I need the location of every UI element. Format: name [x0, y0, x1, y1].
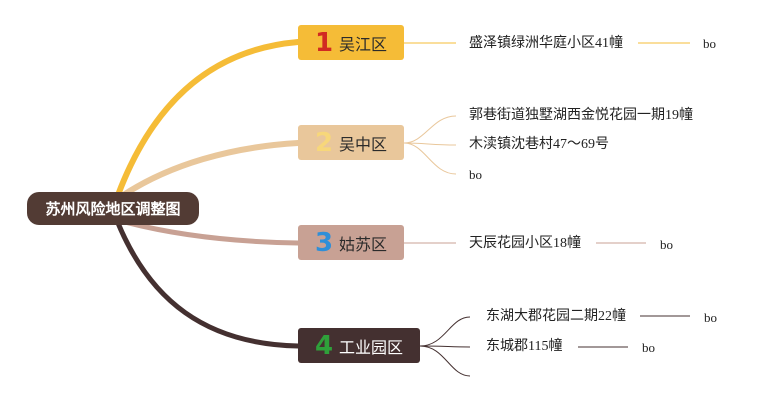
link-b2-leaf-3: [403, 142, 457, 175]
leaf-b2-2[interactable]: 木渎镇沈巷村47～69号: [469, 137, 609, 152]
link-b2-leaf-1: [403, 115, 457, 144]
leaf-b3-1[interactable]: 天辰花园小区18幢: [469, 236, 581, 251]
branch-number-2: 2: [314, 127, 334, 158]
branch-label-wujiang: 吴江区: [339, 34, 388, 54]
root-label: 苏州风险地区调整图: [45, 200, 181, 218]
branch-label-wuzhong: 吴中区: [339, 134, 388, 154]
leaf-b4-2-tag[interactable]: bo: [642, 340, 655, 355]
link-b4-leaf-3: [419, 345, 471, 377]
link-b2-leaf-2: [403, 142, 457, 146]
branch-node-wujiang[interactable]: 1 吴江区: [298, 25, 404, 60]
link-b4-leaf-1: [419, 316, 471, 347]
link-root-branch-1: [115, 39, 301, 198]
root-node[interactable]: 苏州风险地区调整图: [27, 192, 199, 225]
leaf-b2-3[interactable]: bo: [469, 167, 482, 182]
link-root-branch-2: [122, 140, 301, 197]
link-root-branch-3: [122, 219, 301, 246]
leaf-b4-1[interactable]: 东湖大郡花园二期22幢: [486, 309, 626, 324]
leaf-b3-1-tag[interactable]: bo: [660, 237, 673, 252]
branch-label-industrial-park: 工业园区: [339, 337, 404, 357]
link-b4-leaf-2: [419, 345, 471, 348]
leaf-b2-1[interactable]: 郭巷街道独墅湖西金悦花园一期19幢: [469, 108, 693, 123]
branch-number-3: 3: [314, 227, 334, 258]
leaf-b4-2[interactable]: 东城郡115幢: [486, 339, 563, 354]
branch-node-wuzhong[interactable]: 2 吴中区: [298, 125, 404, 160]
branch-number-4: 4: [314, 330, 334, 361]
branch-number-1: 1: [314, 27, 334, 58]
branch-node-gusu[interactable]: 3 姑苏区: [298, 225, 404, 260]
link-root-branch-4: [115, 220, 301, 349]
branch-label-gusu: 姑苏区: [339, 234, 388, 254]
leaf-b1-1-tag[interactable]: bo: [703, 36, 716, 51]
leaf-b4-1-tag[interactable]: bo: [704, 310, 717, 325]
leaf-b1-1[interactable]: 盛泽镇绿洲华庭小区41幢: [469, 36, 623, 51]
branch-node-industrial-park[interactable]: 4 工业园区: [298, 328, 420, 363]
